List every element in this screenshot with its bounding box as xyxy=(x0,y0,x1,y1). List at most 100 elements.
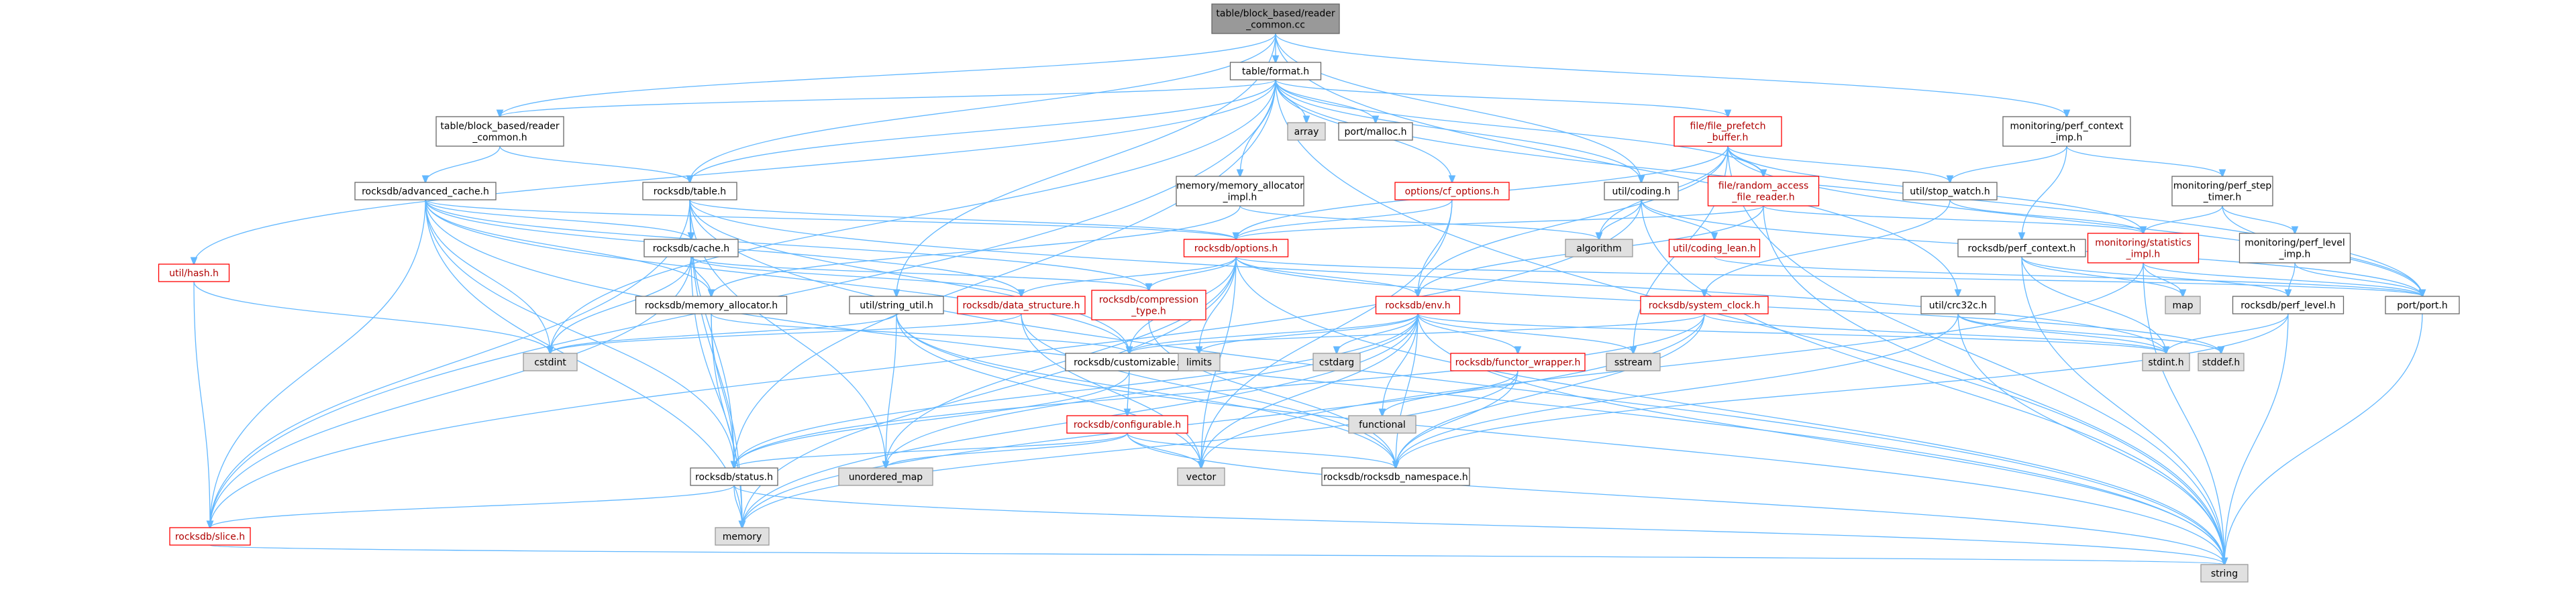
edge-cf_options-to-vector xyxy=(1201,199,1453,468)
node-adv_cache[interactable]: rocksdb/advanced_cache.h xyxy=(354,182,497,200)
edge-slice-to-string xyxy=(209,544,2224,565)
edge-adv_cache-to-mem_alloc xyxy=(425,199,711,296)
node-box xyxy=(1673,116,1782,147)
edge-env-to-sstream xyxy=(1417,313,1633,353)
node-port_malloc[interactable]: port/malloc.h xyxy=(1338,122,1413,141)
node-reader_common_h[interactable]: table/block_based/reader_common.h xyxy=(435,116,564,147)
edge-coding-to-algorithm xyxy=(1599,199,1642,239)
node-string_util[interactable]: util/string_util.h xyxy=(849,296,944,314)
node-env[interactable]: rocksdb/env.h xyxy=(1375,296,1461,314)
node-functor[interactable]: rocksdb/functor_wrapper.h xyxy=(1450,353,1586,371)
edge-cf_options-to-env xyxy=(1418,199,1453,296)
node-label: functional xyxy=(1359,420,1406,430)
edge-format-to-reader_common_h xyxy=(500,79,1276,117)
edge-string_util-to-vector xyxy=(896,313,1201,468)
node-label: rocksdb/memory_allocator.h xyxy=(645,300,778,311)
node-slice[interactable]: rocksdb/slice.h xyxy=(169,527,251,546)
node-layer: table/block_based/reader_common.cctable/… xyxy=(158,3,2460,583)
node-perf_context[interactable]: rocksdb/perf_context.h xyxy=(1957,239,2086,257)
node-label: rocksdb/functor_wrapper.h xyxy=(1455,357,1581,368)
edge-format-to-hash xyxy=(194,79,1276,264)
node-cf_options[interactable]: options/cf_options.h xyxy=(1394,182,1510,200)
node-file_prefetch[interactable]: file/file_prefetch_buffer.h xyxy=(1673,116,1782,147)
node-label: util/crc32c.h xyxy=(1929,300,1988,311)
node-label: rocksdb/status.h xyxy=(695,472,773,483)
edge-format-to-coding xyxy=(1275,79,1641,182)
edge-file_prefetch-to-stop_watch xyxy=(1727,145,1950,182)
node-crc32c[interactable]: util/crc32c.h xyxy=(1920,296,1996,314)
node-perf_level[interactable]: rocksdb/perf_level.h xyxy=(2232,296,2345,314)
node-perf_step[interactable]: monitoring/perf_step_timer.h xyxy=(2171,176,2273,206)
node-label: rocksdb/customizable.h xyxy=(1074,357,1185,368)
node-box xyxy=(1902,182,1998,200)
edge-data_struct-to-cstdint xyxy=(550,313,1022,353)
node-compression[interactable]: rocksdb/compression_type.h xyxy=(1091,290,1206,320)
edge-perf_step-to-stats_impl xyxy=(2143,205,2223,233)
edge-system_clock-to-status xyxy=(734,313,1705,468)
node-coding[interactable]: util/coding.h xyxy=(1604,182,1679,200)
edge-crc32c-to-stdint xyxy=(1957,313,2166,353)
edge-file_prefetch-to-env xyxy=(1418,145,1729,296)
edge-port-to-string xyxy=(2224,313,2423,565)
edge-perf_ctx_imp-to-perf_context xyxy=(2022,145,2067,239)
node-random_access[interactable]: file/random_access_file_reader.h xyxy=(1707,176,1820,206)
edge-crc32c-to-string xyxy=(1957,313,2224,565)
edge-perf_step-to-perf_level_imp xyxy=(2222,205,2295,233)
node-configurable[interactable]: rocksdb/configurable.h xyxy=(1066,415,1188,434)
node-label: rocksdb/rocksdb_namespace.h xyxy=(1323,472,1468,483)
node-label: rocksdb/table.h xyxy=(654,186,726,197)
edge-env-to-vector xyxy=(1201,313,1419,468)
edge-env-to-limits xyxy=(1199,313,1419,353)
node-customizable[interactable]: rocksdb/customizable.h xyxy=(1065,353,1194,371)
edge-status-to-slice xyxy=(210,485,735,528)
node-status[interactable]: rocksdb/status.h xyxy=(690,467,778,486)
node-box xyxy=(2200,564,2249,583)
node-box xyxy=(1338,122,1413,141)
node-label: monitoring/perf_step xyxy=(2173,181,2272,192)
edge-adv_cache-to-slice xyxy=(210,199,426,528)
node-box xyxy=(1565,239,1633,257)
node-mem_alloc[interactable]: rocksdb/memory_allocator.h xyxy=(635,296,788,314)
node-cache[interactable]: rocksdb/cache.h xyxy=(643,239,739,257)
edge-adv_cache-to-compression xyxy=(425,199,1149,290)
edge-options-to-env xyxy=(1235,256,1418,296)
node-label: util/stop_watch.h xyxy=(1910,186,1990,197)
node-system_clock[interactable]: rocksdb/system_clock.h xyxy=(1640,296,1769,314)
node-mem_alloc_impl[interactable]: memory/memory_allocator_impl.h xyxy=(1176,176,1304,206)
edge-adv_cache-to-cstdint xyxy=(425,199,550,353)
edge-adv_cache-to-options xyxy=(425,199,1236,239)
edge-perf_level_imp-to-port xyxy=(2294,262,2422,296)
node-coding_lean[interactable]: util/coding_lean.h xyxy=(1668,239,1761,257)
node-stats_impl[interactable]: monitoring/statistics_impl.h xyxy=(2087,233,2200,263)
node-format[interactable]: table/format.h xyxy=(1229,62,1322,80)
edge-cache-to-compression xyxy=(690,256,1149,290)
node-stop_watch[interactable]: util/stop_watch.h xyxy=(1902,182,1998,200)
edge-random_access-to-string xyxy=(1763,205,2224,565)
node-label: _imp.h xyxy=(2051,133,2083,143)
edge-env-to-customizable xyxy=(1129,313,1419,353)
node-label: vector xyxy=(1186,472,1217,483)
node-data_struct[interactable]: rocksdb/data_structure.h xyxy=(957,296,1086,314)
node-box xyxy=(2238,233,2351,263)
node-box xyxy=(1668,239,1761,257)
edge-stop_watch-to-system_clock xyxy=(1704,199,1951,296)
edge-system_clock-to-stdint xyxy=(1704,313,2166,353)
edge-string_util-to-unordered_map xyxy=(886,313,897,468)
node-perf_level_imp[interactable]: monitoring/perf_level_imp.h xyxy=(2238,233,2351,263)
node-perf_ctx_imp[interactable]: monitoring/perf_context_imp.h xyxy=(2002,116,2131,147)
edge-system_clock-to-namespace xyxy=(1396,313,1705,468)
edge-env-to-status xyxy=(734,313,1419,468)
edge-compression-to-namespace xyxy=(1148,319,1396,468)
node-box xyxy=(1229,62,1322,80)
node-namespace[interactable]: rocksdb/rocksdb_namespace.h xyxy=(1321,467,1470,486)
node-label: util/coding_lean.h xyxy=(1673,243,1756,254)
node-label: algorithm xyxy=(1576,243,1622,254)
node-table_h[interactable]: rocksdb/table.h xyxy=(642,182,737,200)
node-hash[interactable]: util/hash.h xyxy=(158,263,230,282)
node-box xyxy=(1065,353,1194,371)
edge-customizable-to-configurable xyxy=(1127,370,1129,416)
node-port[interactable]: port/port.h xyxy=(2385,296,2460,314)
node-options[interactable]: rocksdb/options.h xyxy=(1183,239,1289,257)
edge-options-to-limits xyxy=(1199,256,1237,353)
edge-table_h-to-stdint xyxy=(689,199,2166,353)
